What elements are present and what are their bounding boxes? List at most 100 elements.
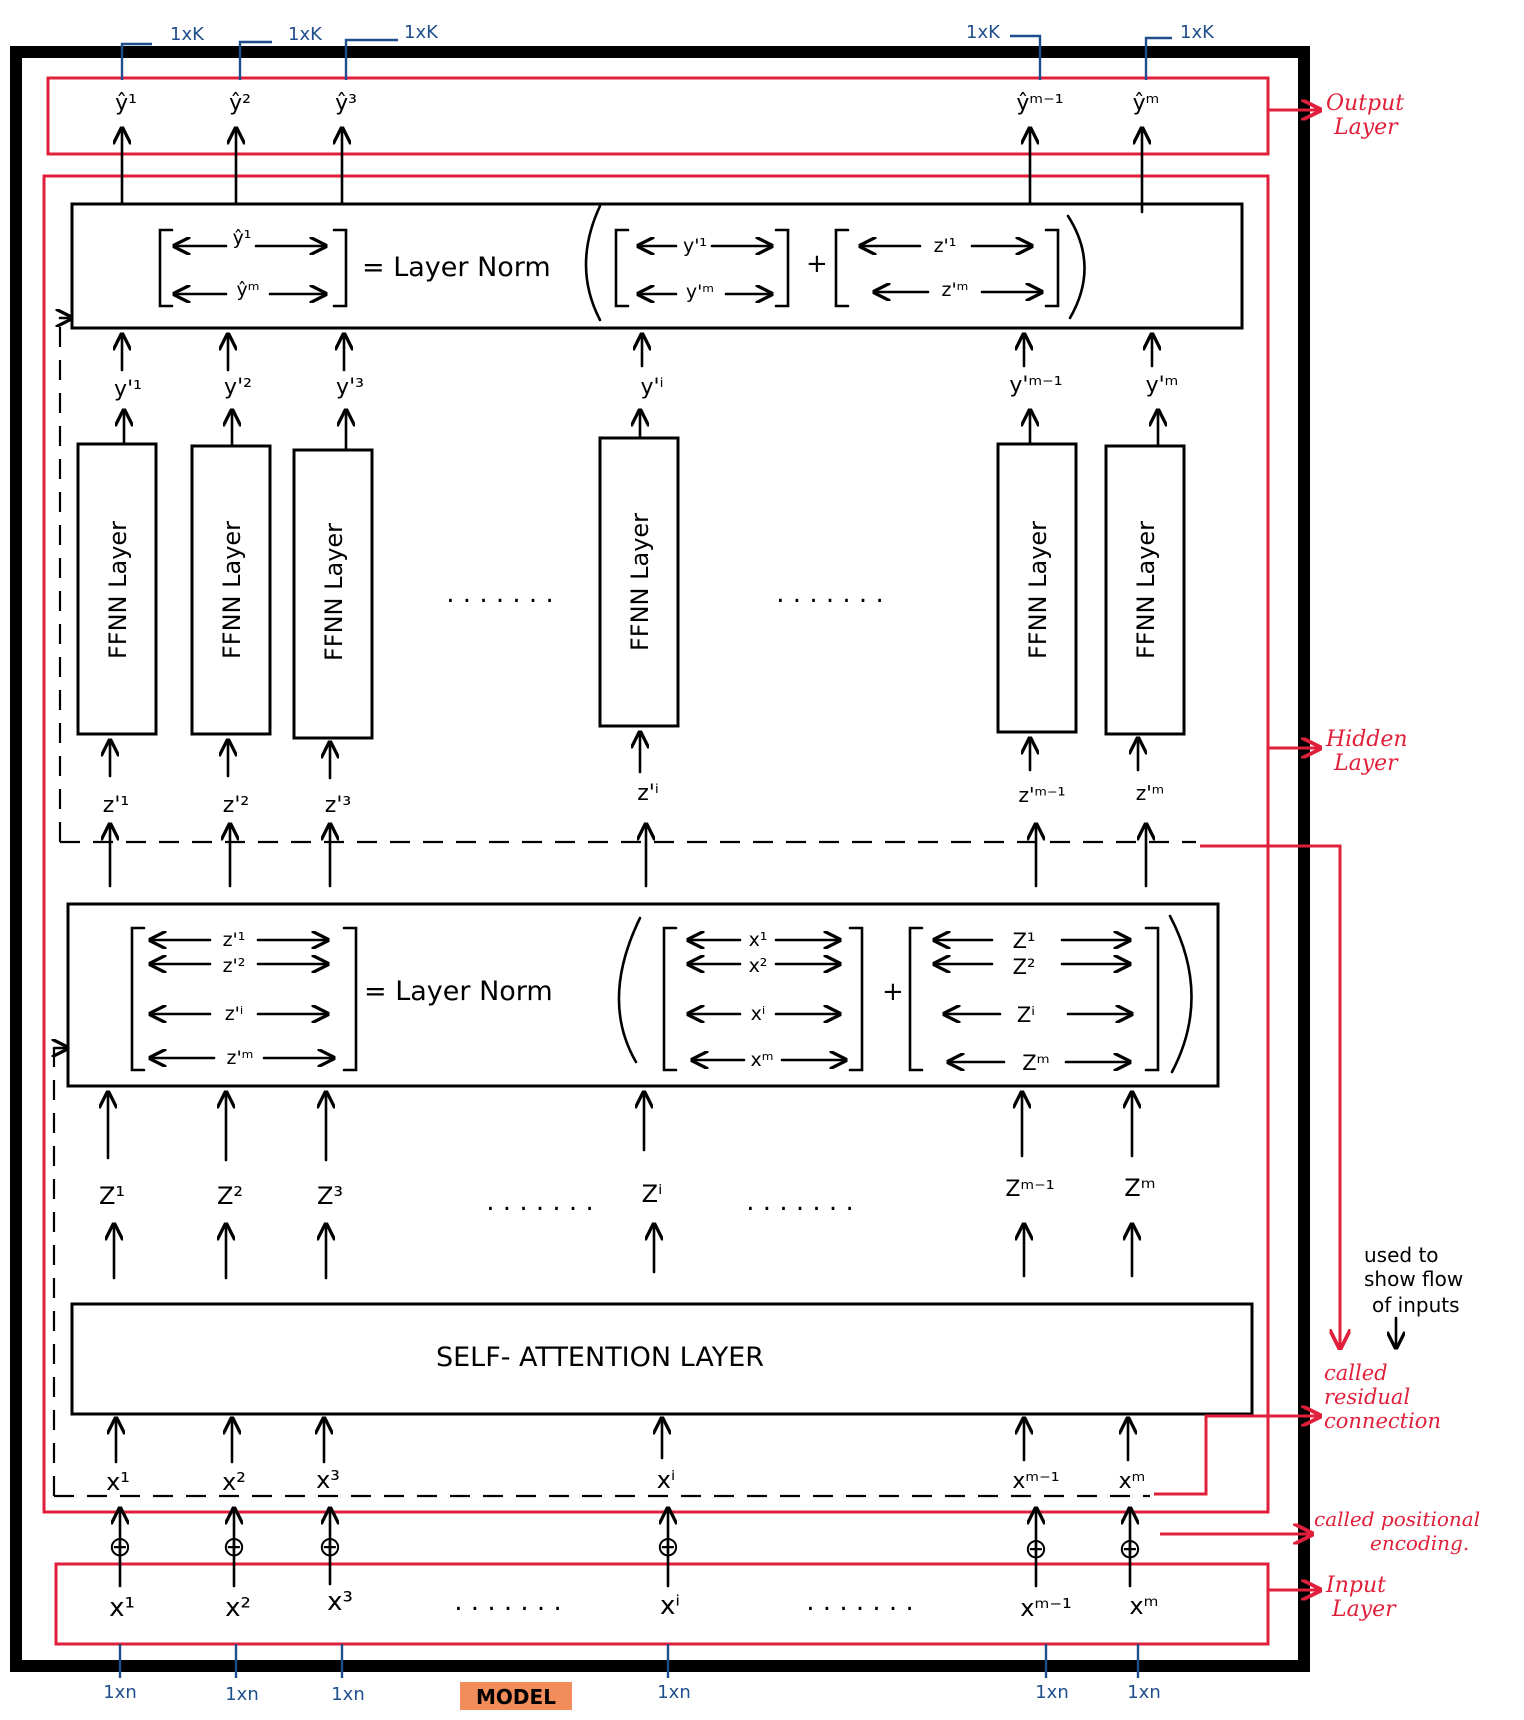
norm-bottom-lhs-m: z'ᵐ: [226, 1047, 253, 1069]
norm-bottom-lhs-1: z'¹: [223, 929, 246, 951]
positional-encoding-row: ⊕ ⊕ ⊕ ⊕ ⊕ ⊕: [108, 1530, 1141, 1565]
flow-arrows: [108, 130, 1158, 1588]
z-m-1: Zᵐ⁻¹: [1005, 1177, 1054, 1202]
x-top-m-1: xᵐ⁻¹: [1012, 1469, 1059, 1494]
y-prime-2: y'²: [224, 375, 252, 400]
x-in-m: xᵐ: [1129, 1592, 1158, 1620]
output-layer-label-1: Output: [1326, 91, 1404, 116]
ffnn-box-3: [292, 448, 374, 740]
ffnn-box-m: [1104, 444, 1186, 736]
flow-note-2: show flow: [1364, 1267, 1463, 1291]
norm-bottom-m1-i: xⁱ: [751, 1003, 766, 1025]
positional-note-2: encoding.: [1370, 1531, 1469, 1555]
norm-top-m2-m: z'ᵐ: [941, 279, 968, 301]
side-annotations: Output Layer Hidden Layer called residua…: [1154, 91, 1480, 1622]
output-layer-label-2: Layer: [1333, 115, 1399, 140]
model-tag-bg: [460, 1682, 572, 1710]
dim-in-3: 1xn: [331, 1684, 365, 1705]
ffnn-box-2: [190, 444, 272, 736]
hidden-layer-label-2: Layer: [1333, 751, 1399, 776]
norm-bottom-equals: = Layer Norm: [364, 976, 553, 1007]
x-in-2: x²: [225, 1593, 251, 1623]
norm-bottom-m1-1: x¹: [749, 929, 768, 951]
residual-note-1: called: [1324, 1361, 1388, 1385]
ffnn-label-m-1: FFNN Layer: [1024, 521, 1052, 659]
positional-note-1: called positional: [1314, 1507, 1480, 1531]
model-frame: [10, 46, 1310, 1672]
z-prime-row: z'¹ z'² z'³ z'ⁱ z'ᵐ⁻¹ z'ᵐ: [103, 781, 1164, 818]
input-layer-label-2: Layer: [1331, 1597, 1397, 1622]
x-top-3: x³: [316, 1466, 340, 1494]
ffnn-label-2: FFNN Layer: [218, 521, 246, 659]
z-prime-m-1: z'ᵐ⁻¹: [1018, 783, 1065, 807]
flow-note: used to show flow of inputs: [1364, 1243, 1463, 1346]
hidden-layer-box: [42, 174, 1270, 1514]
dim-in-2: 1xn: [225, 1684, 259, 1705]
output-layer-box: [46, 76, 1270, 156]
y-prime-m: y'ᵐ: [1146, 373, 1179, 398]
ffnn-label-i: FFNN Layer: [626, 513, 654, 651]
output-dims: 1xK 1xK 1xK 1xK 1xK: [120, 22, 1215, 80]
ffnn-box-1: [76, 442, 158, 736]
layer-norm-top-box: [70, 202, 1244, 330]
dim-in-1: 1xn: [103, 1682, 137, 1703]
z-prime-i: z'ⁱ: [637, 781, 659, 806]
dim-in-m-1: 1xn: [1035, 1682, 1069, 1703]
ffnn-box-m-1: [996, 442, 1078, 734]
z-row: Z¹ Z² Z³ Zⁱ Zᵐ⁻¹ Zᵐ: [99, 1174, 1156, 1210]
y-prime-i: y'ⁱ: [641, 375, 664, 400]
plus-i: ⊕: [656, 1530, 679, 1563]
ffnn-label-1: FFNN Layer: [104, 521, 132, 659]
dim-in-i: 1xn: [657, 1682, 691, 1703]
norm-top-m1-m: y'ᵐ: [686, 281, 714, 303]
x-top-1: x¹: [106, 1468, 130, 1496]
norm-bottom-lhs-2: z'²: [223, 955, 246, 977]
yhat-2: ŷ²: [229, 91, 251, 116]
ffnn-ellipsis-right: . . . . . . .: [776, 579, 883, 609]
norm-top-m2-1: z'¹: [934, 235, 957, 257]
z-2: Z²: [217, 1182, 243, 1210]
yhat-1: ŷ¹: [115, 91, 137, 116]
flow-note-3: of inputs: [1372, 1293, 1460, 1317]
z-prime-m: z'ᵐ: [1136, 781, 1164, 805]
y-prime-row: y'¹ y'² y'³ y'ⁱ y'ᵐ⁻¹ y'ᵐ: [114, 373, 1178, 402]
dim-out-1: 1xK: [170, 24, 205, 45]
norm-bottom-m2-m: Zᵐ: [1022, 1051, 1049, 1075]
input-layer-label-1: Input: [1325, 1573, 1386, 1598]
dim-out-3: 1xK: [404, 22, 439, 43]
ffnn-box-i: [598, 436, 680, 728]
plus-m: ⊕: [1118, 1532, 1141, 1565]
plus-m-1: ⊕: [1024, 1532, 1047, 1565]
input-dims: 1xn 1xn 1xn 1xn 1xn 1xn: [103, 1644, 1161, 1705]
plus-3: ⊕: [318, 1530, 341, 1563]
dim-in-m: 1xn: [1127, 1682, 1161, 1703]
z-prime-1: z'¹: [103, 793, 129, 818]
norm-bottom-lhs-i: z'ⁱ: [225, 1003, 244, 1025]
x-in-1: x¹: [109, 1593, 135, 1623]
y-prime-1: y'¹: [114, 377, 142, 402]
ffnn-label-3: FFNN Layer: [320, 523, 348, 661]
norm-bottom-m1-2: x²: [749, 955, 768, 977]
flow-note-1: used to: [1364, 1243, 1439, 1267]
x-top-m: xᵐ: [1119, 1469, 1146, 1494]
residual-note-2: residual: [1324, 1385, 1410, 1409]
y-prime-m-1: y'ᵐ⁻¹: [1009, 373, 1062, 398]
z-prime-3: z'³: [325, 793, 351, 818]
hidden-layer-label-1: Hidden: [1325, 727, 1408, 752]
x-top-2: x²: [222, 1468, 246, 1496]
layer-norm-top-content: ŷ¹ ŷᵐ = Layer Norm y'¹ y'ᵐ + z'¹ z'ᵐ: [158, 204, 1086, 322]
self-attention-box: [70, 1302, 1254, 1416]
layer-norm-bottom-box: [66, 902, 1220, 1088]
self-attention-label: SELF- ATTENTION LAYER: [436, 1342, 764, 1373]
x-top-i: xⁱ: [657, 1466, 676, 1494]
x-in-i: xⁱ: [660, 1591, 680, 1621]
dim-out-m-1: 1xK: [966, 22, 1001, 43]
input-layer-box: [54, 1562, 1270, 1646]
x-in-ellipsis-left: . . . . . . .: [454, 1587, 561, 1617]
norm-top-plus: +: [806, 249, 828, 279]
yhat-3: ŷ³: [335, 91, 357, 116]
z-prime-2: z'²: [223, 793, 249, 818]
x-in-ellipsis-right: . . . . . . .: [806, 1587, 913, 1617]
plus-2: ⊕: [222, 1530, 245, 1563]
norm-bottom-m1-m: xᵐ: [750, 1049, 773, 1071]
